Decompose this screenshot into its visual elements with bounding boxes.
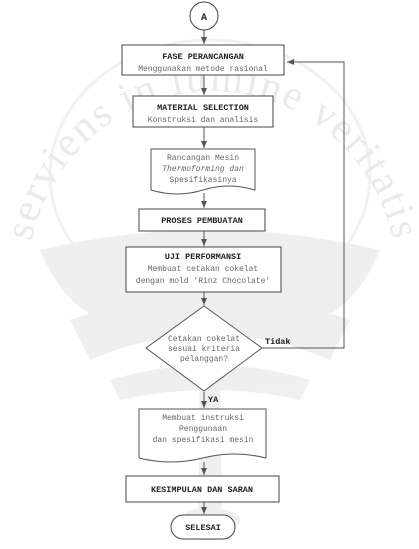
selesai-title: SELESAI <box>185 523 221 533</box>
node-material-selection: MATERIAL SELECTION Konstruksi dan analis… <box>132 95 274 128</box>
rancangan-line1: Rancangan Mesin <box>167 154 239 163</box>
connector-a-label: A <box>201 13 207 24</box>
node-fase-perancangan: FASE PERANCANGAN Menggunakan metode rasi… <box>121 44 285 76</box>
rancangan-line2: Thermoforming dan <box>162 165 244 174</box>
fase-perancangan-subtitle: Menggunakan metode rasional <box>138 65 268 74</box>
instruksi-line1: Membuat instruksi <box>162 414 244 423</box>
connectors <box>201 30 345 514</box>
node-kesimpulan: KESIMPULAN DAN SARAN <box>125 475 280 503</box>
connector-a: A <box>189 1 219 31</box>
decision-line3: pelanggan? <box>180 355 228 364</box>
proses-pembuatan-title: PROSES PEMBUATAN <box>161 216 243 226</box>
material-selection-title: MATERIAL SELECTION <box>157 103 249 113</box>
node-uji-performansi: UJI PERFORMANSI Membuat cetakan cokelat … <box>125 246 282 293</box>
uji-performansi-line2: dengan mold 'Rinz Chocolate' <box>136 277 270 286</box>
edge-label-no: Tidak <box>265 337 291 347</box>
decision-line1: Cetakan cokelat <box>168 335 240 344</box>
node-rancangan-document: Rancangan Mesin Thermoforming dan Spesif… <box>150 148 256 195</box>
decision-line2: sesuai kriteria <box>168 345 240 354</box>
node-proses-pembuatan: PROSES PEMBUATAN <box>138 208 266 232</box>
uji-performansi-title: UJI PERFORMANSI <box>165 252 242 262</box>
rancangan-line3: Spesifikasinya <box>169 176 236 185</box>
edge-label-yes: YA <box>208 395 219 405</box>
edge-decision-no-loop <box>262 59 345 349</box>
kesimpulan-title: KESIMPULAN DAN SARAN <box>151 485 253 495</box>
uji-performansi-line1: Membuat cetakan cokelat <box>148 265 258 274</box>
node-instruksi-document: Membuat instruksi Penggunaan dan spesifi… <box>138 408 267 463</box>
instruksi-line2: Penggunaan <box>179 425 227 434</box>
node-decision: Cetakan cokelat sesuai kriteria pelangga… <box>145 305 263 392</box>
node-selesai: SELESAI <box>170 514 236 540</box>
instruksi-line3: dan spesifikasi mesin <box>153 436 254 445</box>
material-selection-subtitle: Konstruksi dan analisis <box>148 116 259 125</box>
fase-perancangan-title: FASE PERANCANGAN <box>162 52 244 62</box>
